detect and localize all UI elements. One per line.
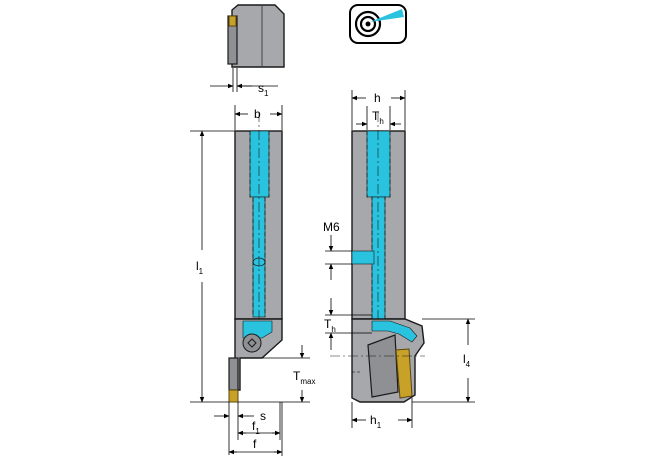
dim-h-label: h (374, 91, 381, 105)
dim-f1-label: f1 (252, 419, 260, 436)
dim-f-label: f (253, 437, 257, 451)
dim-b-label: b (254, 107, 261, 121)
dim-m6-label: M6 (323, 220, 340, 234)
dim-h1-label: h1 (370, 413, 382, 430)
dim-s1-label: s1 (258, 81, 269, 98)
dim-l4-label: l4 (463, 352, 471, 369)
dim-l1-label: l1 (196, 259, 204, 276)
dim-s-label: s (260, 409, 266, 423)
side-view: h Th M6 Th l4 h1 (323, 90, 475, 430)
front-view: b l1 Tmax s f1 f (190, 105, 315, 456)
coolant-symbol-icon (349, 4, 407, 44)
top-view: s1 (210, 4, 285, 98)
dim-tmax-label: Tmax (293, 369, 315, 386)
dim-th-mid-label: Th (324, 317, 336, 334)
dim-th-top-label: Th (372, 109, 384, 126)
